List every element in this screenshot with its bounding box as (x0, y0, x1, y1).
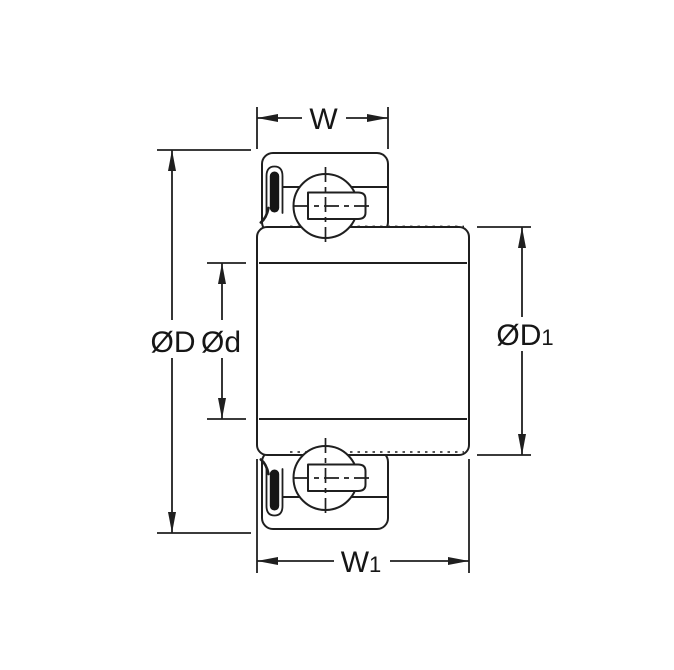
seal-bottom-outline (265, 467, 284, 517)
seal-top-lip (269, 171, 280, 213)
dim-obore-label: Ød (201, 326, 241, 359)
dim-obore-label-bg (201, 320, 243, 358)
dim-w-label-bg (302, 103, 346, 132)
dim-w1-arrow-left (257, 557, 278, 565)
dimension-od: ØD (148, 149, 251, 534)
dim-w1-label-bg (334, 546, 390, 576)
dim-od1-label: ØD1 (496, 319, 553, 352)
dim-w1-arrow-right (448, 557, 469, 565)
seal-top (259, 165, 284, 224)
dim-w1-label: W1 (341, 546, 382, 579)
dim-od-arrow-bottom (168, 512, 176, 533)
dimension-obore: Ød (201, 262, 246, 420)
dim-od1-label-bg (498, 317, 556, 351)
seal-bottom-lip (269, 469, 280, 511)
dim-w-arrow-right (367, 114, 388, 122)
dimension-od1: ØD1 (477, 226, 556, 456)
dim-od-label: ØD (151, 326, 196, 359)
seal-bottom-tail (259, 458, 270, 476)
centerlines (294, 167, 374, 517)
seal-bottom (259, 458, 284, 517)
dim-od-label-bg (148, 320, 198, 358)
dim-od1-arrow-bottom (518, 434, 526, 455)
dim-w-label: W (309, 103, 338, 136)
dim-od1-arrow-top (518, 227, 526, 248)
dim-od-arrow-top (168, 150, 176, 171)
seal-top-tail (259, 206, 270, 224)
dim-obore-arrow-bottom (218, 398, 226, 419)
dimension-w: W (256, 103, 389, 149)
seal-top-outline (265, 165, 284, 215)
sleeve-body (256, 226, 470, 456)
inner-ring-sleeve (256, 225, 470, 456)
dim-obore-arrow-top (218, 263, 226, 284)
dim-w-arrow-left (257, 114, 278, 122)
dimension-w1: W1 (256, 459, 470, 579)
